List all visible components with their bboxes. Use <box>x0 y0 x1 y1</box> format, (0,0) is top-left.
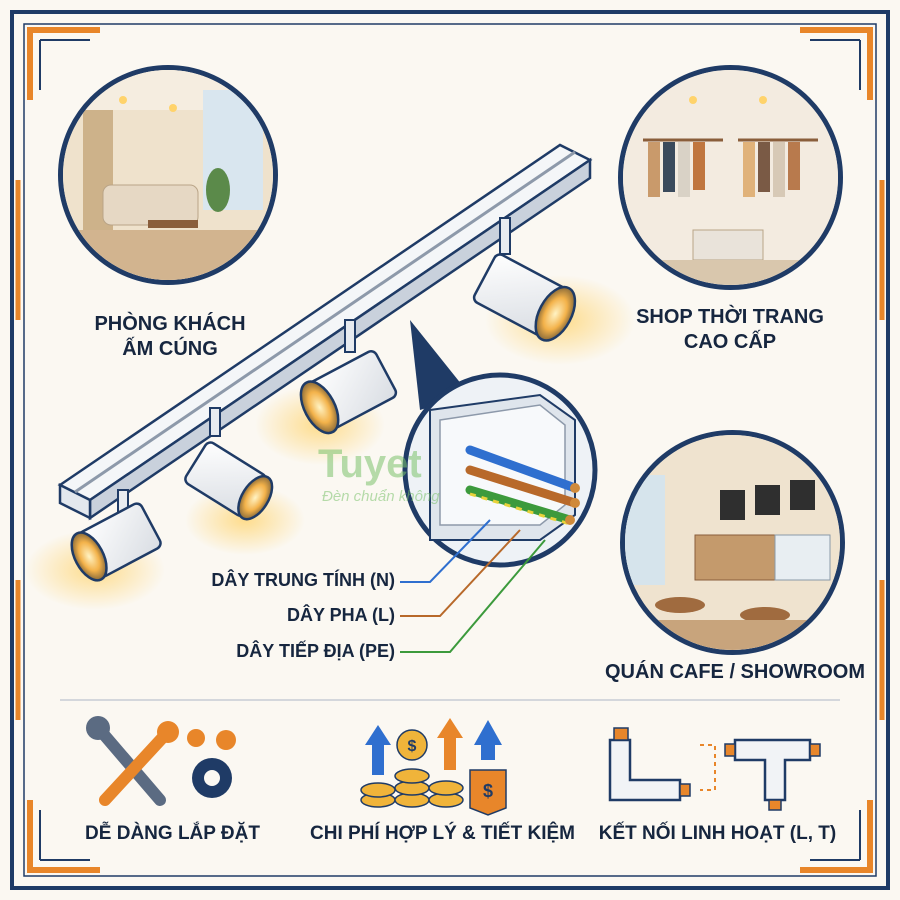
fashion-shop-label: SHOP THỜI TRANG CAO CẤP <box>636 306 824 353</box>
easy-install-label: DỄ DÀNG LẮP ĐẶT <box>85 823 260 844</box>
fashion-shop-scene <box>618 65 843 290</box>
living-room-label: PHÒNG KHÁCH ẤM CÚNG <box>94 313 246 360</box>
connect-label: KẾT NỐI LINH HOẠT (L, T) <box>598 823 837 844</box>
decorative-border <box>10 10 890 890</box>
earth-wire-label: DÂY TIẾP ĐỊA (PE) <box>236 641 395 661</box>
spotlight-4 <box>472 217 577 342</box>
svg-text:$: $ <box>408 738 417 755</box>
living-room-scene <box>58 65 278 285</box>
spotlight-3 <box>299 319 398 435</box>
coins-price-tag-icon: $ $ <box>360 718 507 816</box>
svg-text:$: $ <box>483 781 493 801</box>
cafe-scene <box>620 430 845 655</box>
cross-section-detail <box>402 372 598 568</box>
wire-leader-lines <box>400 519 546 653</box>
l-t-connector-icon <box>608 727 821 811</box>
spotlight-1 <box>70 489 162 582</box>
cost-label: CHI PHÍ HỢP LÝ & TIẾT KIỆM <box>310 823 575 844</box>
spotlight-2 <box>184 407 274 521</box>
wrench-gear-icon <box>86 716 236 806</box>
neutral-wire-label: DÂY TRUNG TÍNH (N) <box>211 570 395 590</box>
phase-wire-label: DÂY PHA (L) <box>287 605 395 625</box>
cafe-label: QUÁN CAFE / SHOWROOM <box>605 661 865 683</box>
